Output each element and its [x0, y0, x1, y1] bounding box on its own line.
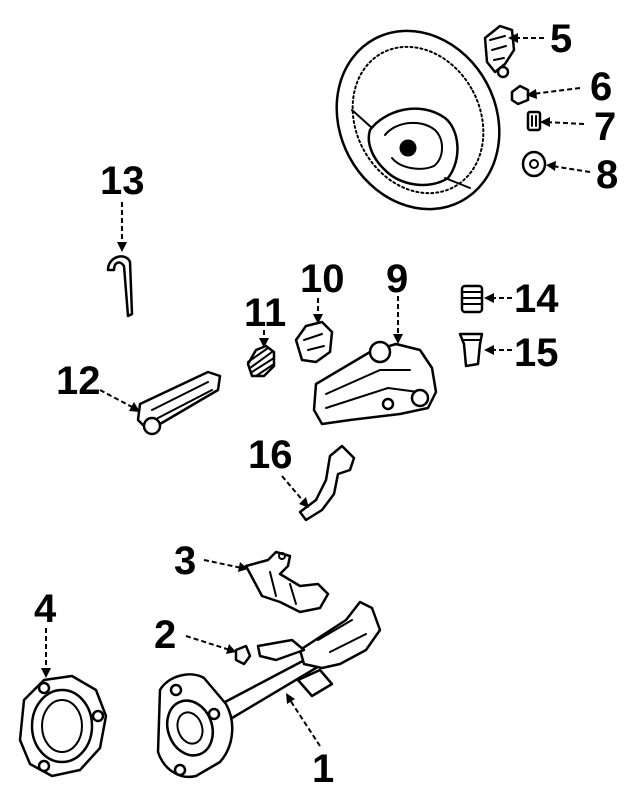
- steering-wheel: [335, 29, 501, 211]
- leader-6: [531, 87, 581, 95]
- leader-lines: [41, 33, 591, 747]
- part-4: [18, 674, 108, 778]
- part-6: [510, 84, 530, 106]
- part-12: [136, 370, 222, 436]
- callout-16: 16: [248, 433, 293, 477]
- part-8: [521, 150, 547, 178]
- callout-5: 5: [550, 17, 572, 61]
- callout-3: 3: [174, 539, 196, 583]
- leader-1: [289, 699, 321, 747]
- callout-11: 11: [244, 291, 286, 335]
- callout-2: 2: [154, 613, 176, 657]
- part-14: [460, 284, 484, 314]
- callout-1: 1: [312, 747, 334, 791]
- callout-15: 15: [514, 331, 559, 375]
- callout-14: 14: [514, 277, 559, 321]
- callout-4: 4: [34, 587, 57, 631]
- part-5: [483, 24, 516, 79]
- part-13: [106, 255, 134, 318]
- callout-6: 6: [590, 65, 612, 109]
- part-1: [156, 600, 382, 779]
- leader-12: [99, 389, 135, 409]
- part-11: [246, 344, 276, 378]
- callout-10: 10: [300, 257, 345, 301]
- leader-3: [203, 559, 243, 569]
- part-10: [294, 320, 334, 364]
- part-15: [458, 332, 484, 368]
- callout-9: 9: [386, 257, 408, 301]
- part-16: [298, 444, 356, 522]
- callout-7: 7: [594, 105, 616, 149]
- leader-2: [185, 635, 231, 651]
- part-3: [244, 550, 330, 614]
- leader-8: [551, 165, 591, 173]
- leader-7: [545, 121, 585, 125]
- callout-13: 13: [100, 159, 145, 203]
- callout-12: 12: [56, 359, 101, 403]
- part-2: [234, 644, 252, 666]
- leader-16: [281, 475, 305, 503]
- callout-numbers: 5 6 7 8 13 10 9 11 14 15 12 16 3 2 4 1: [34, 17, 618, 791]
- part-7: [526, 110, 542, 132]
- callout-8: 8: [596, 153, 618, 197]
- part-9: [312, 340, 438, 426]
